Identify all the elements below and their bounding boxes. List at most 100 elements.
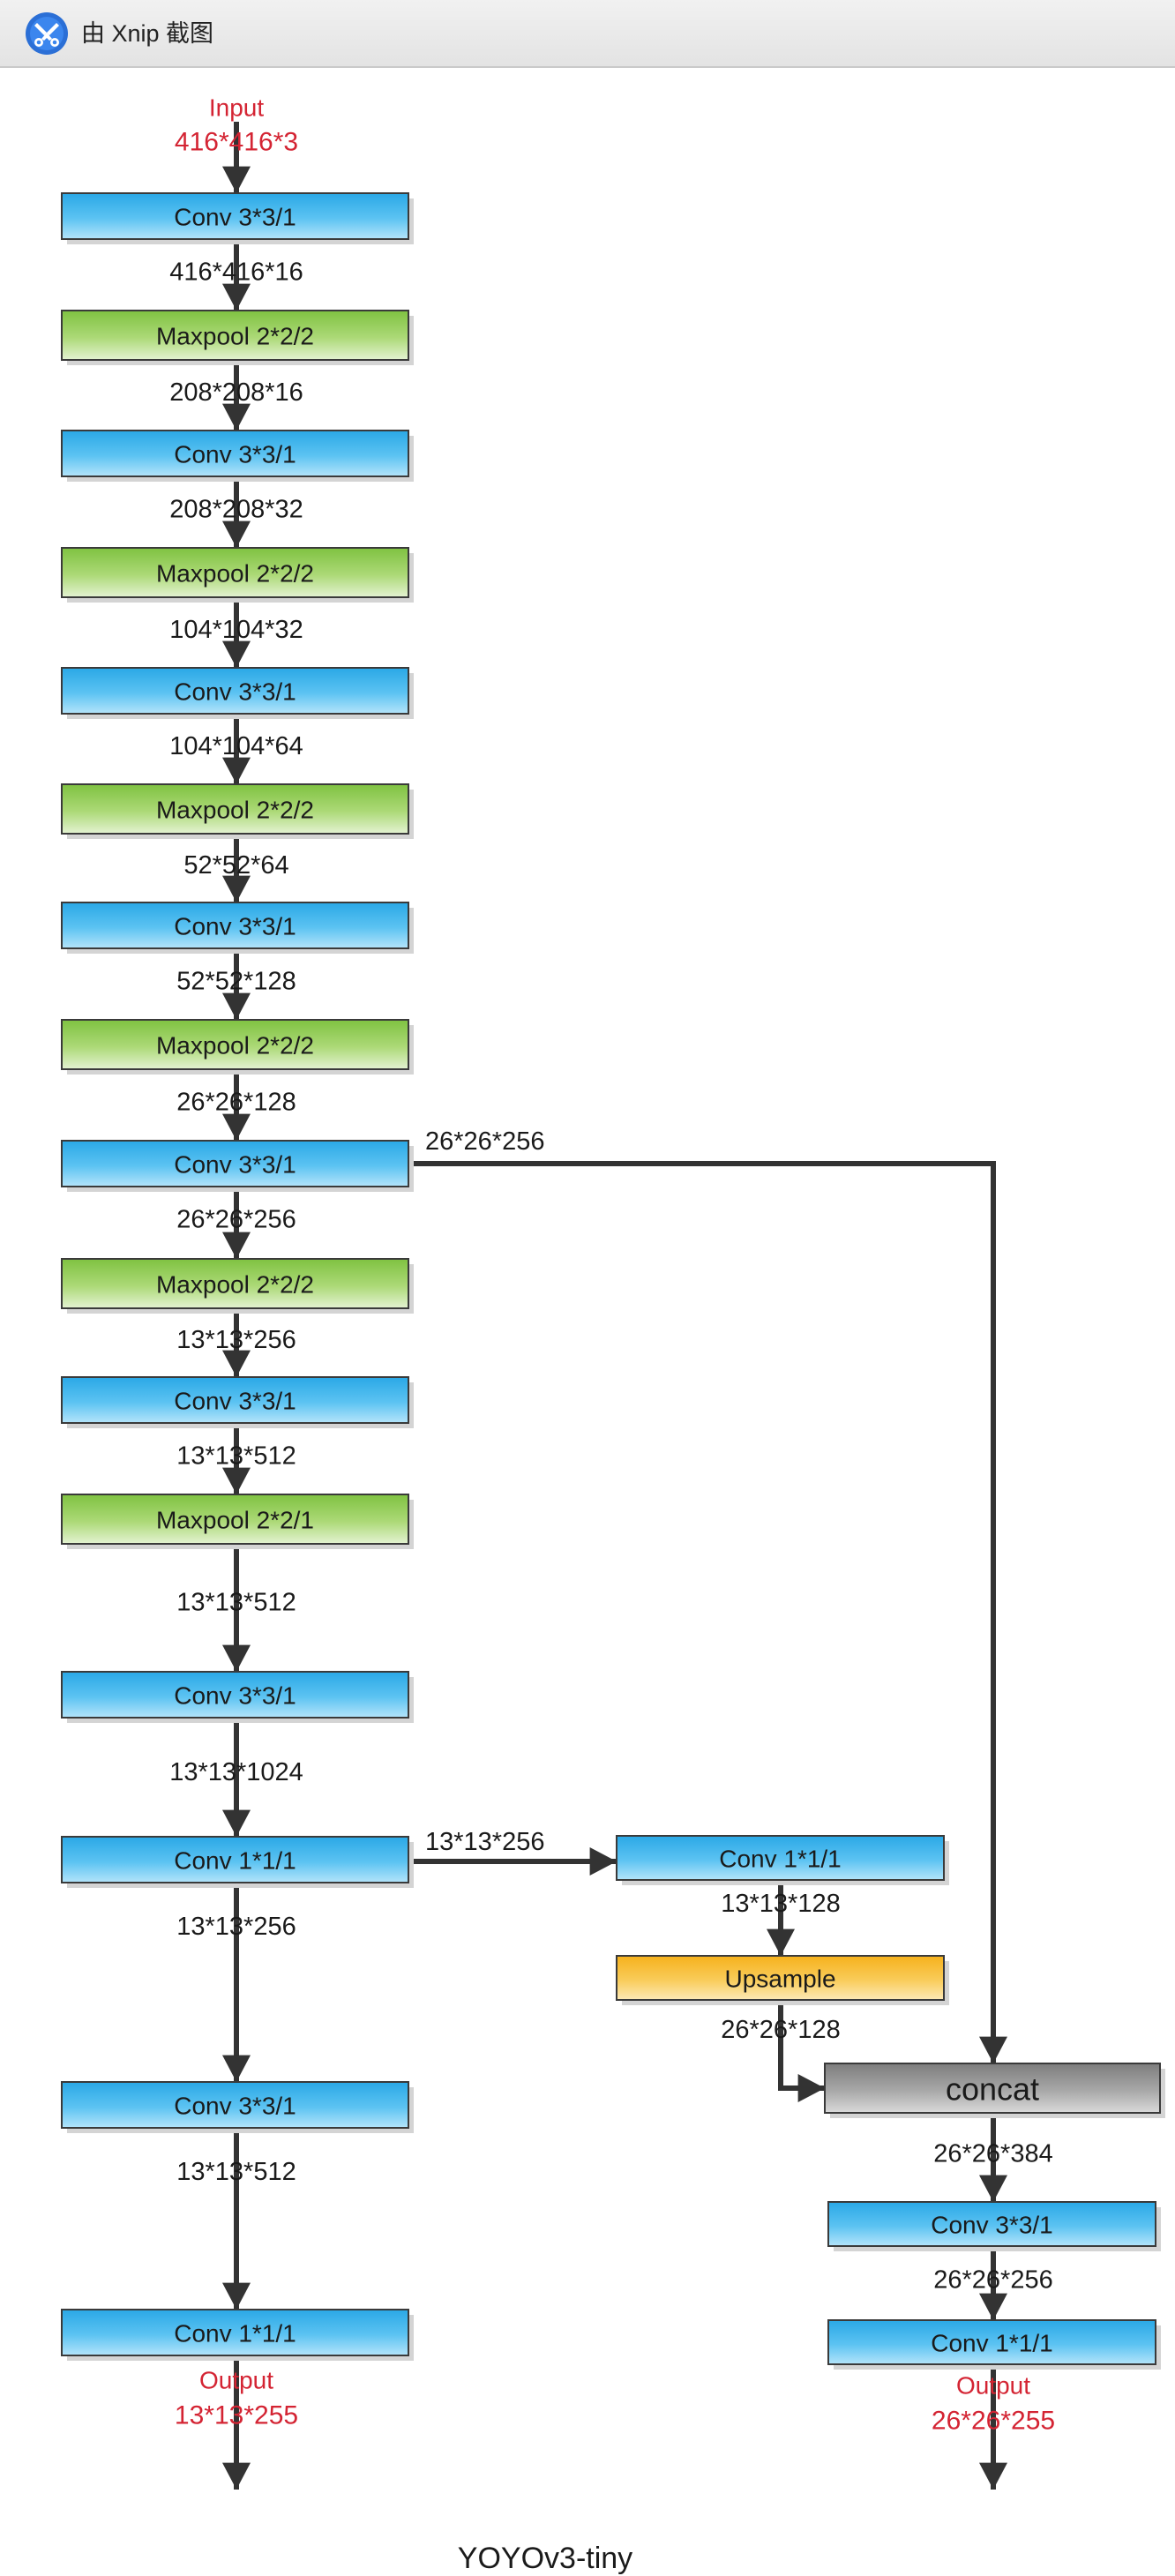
node-n9-conv: Conv 3*3/1 xyxy=(61,1140,414,1192)
output-shape-1: 13*13*255 xyxy=(175,2401,298,2430)
node-r1-conv: Conv 1*1/1 xyxy=(616,1835,949,1885)
node-label-r3: concat xyxy=(946,2071,1039,2108)
edge-n12-n13 xyxy=(222,1544,251,1672)
node-n13-conv: Conv 3*3/1 xyxy=(61,1671,414,1723)
node-label-n11: Conv 3*3/1 xyxy=(174,1388,296,1415)
node-label-n8: Maxpool 2*2/2 xyxy=(156,1032,314,1060)
edge-n15-n16 xyxy=(222,2128,251,2310)
node-label-n5: Conv 3*3/1 xyxy=(174,678,296,706)
node-n5-conv: Conv 3*3/1 xyxy=(61,667,414,719)
edge-label-n2-n3: 208*208*16 xyxy=(169,378,303,407)
edge-n4-n5 xyxy=(222,597,251,668)
edge-n3-n4 xyxy=(222,476,251,548)
node-label-n16: Conv 1*1/1 xyxy=(174,2320,296,2348)
node-r3-concat: concat xyxy=(824,2063,1165,2118)
arrow-head xyxy=(222,1809,251,1837)
edge-label-n6-n7: 52*52*64 xyxy=(183,851,288,880)
edge-label-n1-n2: 416*416*16 xyxy=(169,258,303,286)
xnip-app-icon[interactable] xyxy=(25,11,69,56)
edge-r1-r2 xyxy=(767,1880,795,1956)
input-shape: 416*416*3 xyxy=(175,128,298,157)
edge-label-n9-n10: 26*26*256 xyxy=(176,1206,296,1234)
edge-n11-n12 xyxy=(222,1423,251,1494)
edge-n7-n8 xyxy=(222,948,251,1020)
edge-label-n7-n8: 52*52*128 xyxy=(176,967,296,995)
output-label-2: Output xyxy=(956,2372,1030,2400)
edge-label-r4-r5: 26*26*256 xyxy=(933,2266,1052,2295)
edge-label-n13-n14: 13*13*1024 xyxy=(169,1758,303,1786)
node-label-n7: Conv 3*3/1 xyxy=(174,913,296,940)
edge-label-n14-r1: 13*13*256 xyxy=(425,1828,544,1856)
arrow-head xyxy=(222,1467,251,1494)
node-n15-conv: Conv 3*3/1 xyxy=(61,2081,414,2133)
edge-label-n12-n13: 13*13*512 xyxy=(176,1589,296,1617)
edge-n10-n11 xyxy=(222,1308,251,1377)
node-n10-maxpool: Maxpool 2*2/2 xyxy=(61,1258,414,1314)
node-label-n9: Conv 3*3/1 xyxy=(174,1151,296,1179)
arrow-head xyxy=(222,1232,251,1259)
node-label-n10: Maxpool 2*2/2 xyxy=(156,1271,314,1299)
edge-n14-n15 xyxy=(222,1883,251,2082)
edge-n14-r1 xyxy=(408,1847,617,1876)
window-title: 由 Xnip 截图 xyxy=(81,20,214,47)
edge-n9-r3 xyxy=(408,1161,1007,2063)
node-n8-maxpool: Maxpool 2*2/2 xyxy=(61,1019,414,1075)
edge-label-n15-n16: 13*13*512 xyxy=(176,2158,296,2186)
edge-n2-n3 xyxy=(222,360,251,431)
node-label-r5: Conv 1*1/1 xyxy=(931,2330,1053,2357)
arrow-head xyxy=(979,2036,1007,2063)
window-titlebar: 由 Xnip 截图 xyxy=(0,0,1175,68)
arrow-head xyxy=(222,640,251,668)
arrow-head xyxy=(222,166,251,193)
node-label-n15: Conv 3*3/1 xyxy=(174,2093,296,2120)
node-label-r4: Conv 3*3/1 xyxy=(931,2212,1053,2239)
edge-label-n5-n6: 104*104*64 xyxy=(169,732,303,760)
edge-label-n11-n12: 13*13*512 xyxy=(176,1442,296,1470)
node-n16-conv: Conv 1*1/1 xyxy=(61,2309,414,2361)
node-label-n2: Maxpool 2*2/2 xyxy=(156,323,314,350)
node-r4-conv: Conv 3*3/1 xyxy=(827,2201,1161,2251)
diagram-caption: YOYOv3-tiny xyxy=(458,2542,632,2575)
output-label-1: Output xyxy=(199,2367,273,2394)
arrow-head xyxy=(589,1847,617,1876)
node-label-n12: Maxpool 2*2/1 xyxy=(156,1507,314,1534)
arrow-head xyxy=(222,1350,251,1377)
edge-output-r5 xyxy=(979,2364,1007,2490)
arrow-head xyxy=(222,1113,251,1141)
arrow-head xyxy=(222,875,251,902)
edge-n1-n2 xyxy=(222,239,251,311)
arrow-head xyxy=(222,2055,251,2082)
edge-label-n9-r3: 26*26*256 xyxy=(425,1127,544,1156)
arrow-head xyxy=(979,2462,1007,2490)
node-n12-maxpool: Maxpool 2*2/1 xyxy=(61,1494,414,1549)
node-label-r1: Conv 1*1/1 xyxy=(719,1846,842,1873)
edge-label-n3-n4: 208*208*32 xyxy=(169,495,303,523)
node-label-n1: Conv 3*3/1 xyxy=(174,204,296,231)
node-n6-maxpool: Maxpool 2*2/2 xyxy=(61,783,414,839)
arrow-head xyxy=(222,2282,251,2310)
arrow-head xyxy=(979,2175,1007,2202)
edge-r4-r5 xyxy=(979,2246,1007,2320)
arrow-head xyxy=(222,520,251,548)
edge-label-r3-r4: 26*26*384 xyxy=(933,2139,1052,2168)
node-label-r2: Upsample xyxy=(724,1966,835,1993)
edge-n6-n7 xyxy=(222,834,251,902)
edge-label-n8-n9: 26*26*128 xyxy=(176,1088,296,1116)
node-label-n13: Conv 3*3/1 xyxy=(174,1682,296,1710)
edge-label-r2-r3: 26*26*128 xyxy=(721,2016,840,2044)
node-n14-conv: Conv 1*1/1 xyxy=(61,1836,414,1888)
arrow-head xyxy=(222,283,251,311)
node-n7-conv: Conv 3*3/1 xyxy=(61,902,414,954)
edge-output-n16 xyxy=(222,2355,251,2490)
node-label-n14: Conv 1*1/1 xyxy=(174,1847,296,1875)
node-n3-conv: Conv 3*3/1 xyxy=(61,430,414,482)
node-n4-maxpool: Maxpool 2*2/2 xyxy=(61,547,414,603)
input-label: Input xyxy=(209,94,264,122)
node-n11-conv: Conv 3*3/1 xyxy=(61,1376,414,1428)
edge-n8-n9 xyxy=(222,1069,251,1141)
arrow-head xyxy=(222,992,251,1020)
arrow-head xyxy=(222,1644,251,1672)
edge-input-n1 xyxy=(222,122,251,193)
edge-r3-r4 xyxy=(979,2113,1007,2202)
